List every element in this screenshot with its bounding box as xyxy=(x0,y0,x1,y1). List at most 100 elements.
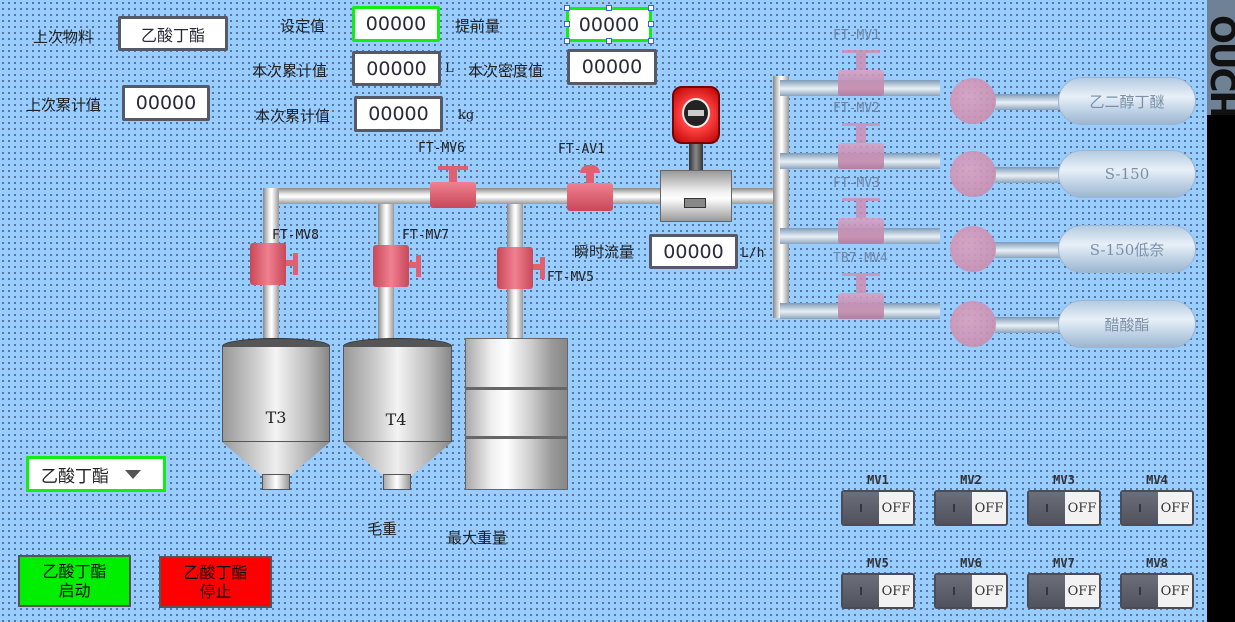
gross-weight-label: 毛重 xyxy=(367,520,398,538)
pump-icon xyxy=(950,151,996,197)
tag-ft-mv7: FT-MV7 xyxy=(402,228,449,243)
branch-valve-tag: FT-MV1 xyxy=(833,28,880,43)
current-total-kg-field: 00000 xyxy=(354,96,443,132)
current-total-kg-unit: kg xyxy=(458,108,475,123)
switch-mv1[interactable]: OFF xyxy=(841,490,915,526)
storage-tank-label: 醋酸酯 xyxy=(1104,315,1150,334)
switch-label: MV4 xyxy=(1146,473,1168,487)
switch-knob[interactable] xyxy=(1122,492,1158,524)
switch-mv7[interactable]: OFF xyxy=(1027,573,1101,609)
valve-ft-mv7[interactable] xyxy=(373,245,421,287)
switch-mv5[interactable]: OFF xyxy=(841,573,915,609)
switch-state: OFF xyxy=(1158,492,1192,524)
last-total-label: 上次累计值 xyxy=(26,96,102,114)
tag-ft-mv6: FT-MV6 xyxy=(418,141,465,156)
chevron-down-icon xyxy=(125,469,141,479)
storage-tank-label: 乙二醇丁醚 xyxy=(1089,92,1165,111)
switch-knob[interactable] xyxy=(1122,575,1158,607)
material-dropdown[interactable]: 乙酸丁酯 xyxy=(26,456,166,492)
tank-t4-label: T4 xyxy=(385,410,407,429)
storage-tank: S-150 xyxy=(1058,150,1196,198)
switch-mv6[interactable]: OFF xyxy=(934,573,1008,609)
flow-label: 瞬时流量 xyxy=(574,243,635,261)
last-material-field: 乙酸丁酯 xyxy=(118,16,228,51)
valve-branch[interactable] xyxy=(838,123,884,171)
storage-tank: 乙二醇丁醚 xyxy=(1058,77,1196,125)
branch-pipe-out xyxy=(995,317,1065,333)
switch-knob[interactable] xyxy=(936,575,972,607)
pump-icon xyxy=(950,301,996,347)
advance-label: 提前量 xyxy=(455,17,501,35)
setpoint-input[interactable]: 00000 xyxy=(352,6,440,42)
advance-input[interactable]: 00000 xyxy=(566,7,652,42)
switch-mv4[interactable]: OFF xyxy=(1120,490,1194,526)
branch-pipe-out xyxy=(995,94,1065,110)
switch-label: MV3 xyxy=(1053,473,1075,487)
tag-ft-mv8: FT-MV8 xyxy=(272,228,319,243)
switch-knob[interactable] xyxy=(936,492,972,524)
flow-field: 00000 xyxy=(649,234,738,269)
switch-label: MV8 xyxy=(1146,556,1168,570)
tank-t3-label: T3 xyxy=(265,408,287,427)
drum xyxy=(465,338,568,490)
last-total-field: 00000 xyxy=(122,85,210,121)
current-total-kg-label: 本次累计值 xyxy=(255,107,331,125)
side-panel: OUCH xyxy=(1207,0,1235,622)
valve-ft-mv5[interactable] xyxy=(497,247,545,289)
switch-state: OFF xyxy=(1065,492,1099,524)
switch-state: OFF xyxy=(972,575,1006,607)
pump-icon xyxy=(950,78,996,124)
branch-pipe-out xyxy=(995,242,1065,258)
material-dropdown-value: 乙酸丁酯 xyxy=(41,466,109,487)
switch-state: OFF xyxy=(972,492,1006,524)
tank-t3: T3 xyxy=(222,338,330,490)
switch-label: MV7 xyxy=(1053,556,1075,570)
start-button[interactable]: 乙酸丁酯启动 xyxy=(18,555,131,607)
switch-mv8[interactable]: OFF xyxy=(1120,573,1194,609)
storage-tank-label: S-150低奈 xyxy=(1089,240,1165,259)
switch-knob[interactable] xyxy=(1029,575,1065,607)
manifold-pipe xyxy=(773,76,789,318)
switch-state: OFF xyxy=(879,575,913,607)
max-weight-label: 最大重量 xyxy=(447,529,508,547)
stop-button-line2: 停止 xyxy=(199,582,232,601)
switch-mv2[interactable]: OFF xyxy=(934,490,1008,526)
flowmeter-icon xyxy=(660,86,732,224)
switch-label: MV1 xyxy=(867,473,889,487)
start-button-line2: 启动 xyxy=(58,581,91,600)
switch-label: MV6 xyxy=(960,556,982,570)
valve-ft-av1[interactable] xyxy=(567,165,613,213)
switch-label: MV2 xyxy=(960,473,982,487)
current-total-l-unit: L xyxy=(445,61,454,76)
current-total-l-field: 00000 xyxy=(352,51,441,86)
switch-state: OFF xyxy=(879,492,913,524)
density-field: 00000 xyxy=(567,49,657,85)
density-label: 本次密度值 xyxy=(468,62,544,80)
switch-state: OFF xyxy=(1158,575,1192,607)
switch-mv3[interactable]: OFF xyxy=(1027,490,1101,526)
switch-state: OFF xyxy=(1065,575,1099,607)
switch-label: MV5 xyxy=(867,556,889,570)
switch-knob[interactable] xyxy=(843,492,879,524)
flow-unit: L/h xyxy=(741,246,765,261)
main-pipe xyxy=(263,188,783,204)
tag-ft-mv5: FT-MV5 xyxy=(547,270,594,285)
stop-button[interactable]: 乙酸丁酯停止 xyxy=(159,556,272,608)
branch-pipe-out xyxy=(995,167,1065,183)
valve-branch[interactable] xyxy=(838,273,884,321)
storage-tank-label: S-150 xyxy=(1104,165,1150,183)
current-total-l-label: 本次累计值 xyxy=(252,62,328,80)
branch-valve-tag: FT-MV3 xyxy=(833,176,880,191)
setpoint-label: 设定值 xyxy=(280,17,326,35)
pump-icon xyxy=(950,226,996,272)
branch-valve-tag: TB7-MV4 xyxy=(833,251,888,266)
stop-button-line1: 乙酸丁酯 xyxy=(183,563,248,582)
storage-tank: 醋酸酯 xyxy=(1058,300,1196,348)
valve-branch[interactable] xyxy=(838,50,884,98)
valve-ft-mv8[interactable] xyxy=(250,243,298,285)
valve-ft-mv6[interactable] xyxy=(430,166,476,210)
switch-knob[interactable] xyxy=(1029,492,1065,524)
switch-knob[interactable] xyxy=(843,575,879,607)
start-button-line1: 乙酸丁酯 xyxy=(42,562,107,581)
valve-branch[interactable] xyxy=(838,198,884,246)
